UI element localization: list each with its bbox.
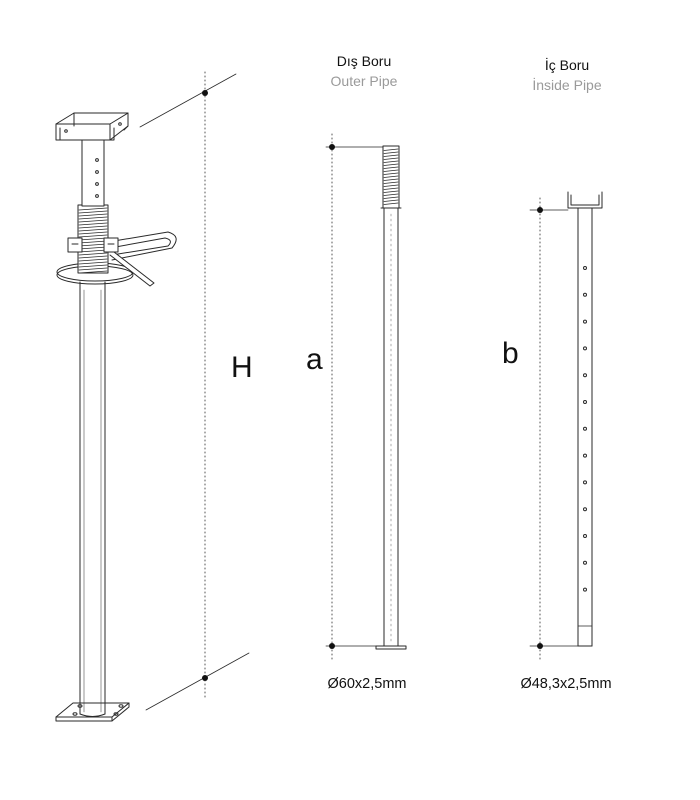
outer-pipe-title: Dış Boru [336, 53, 392, 69]
outer-pipe-thread [380, 145, 402, 209]
outer-pipe-drawing [325, 133, 407, 663]
inner-tube [81, 139, 105, 207]
inner-pipe-holes [583, 266, 587, 592]
inner-pipe-subtitle: İnside Pipe [532, 77, 602, 93]
u-head [55, 112, 129, 141]
dimension-b [529, 197, 579, 663]
base-plate [55, 702, 130, 722]
outer-pipe-spec: Ø60x2,5mm [327, 676, 407, 692]
assembled-prop [55, 71, 250, 722]
inner-pipe-title: İç Boru [544, 57, 590, 73]
outer-tube [79, 281, 106, 717]
dimension-label-a: a [306, 343, 323, 376]
outer-pipe-foot [375, 645, 407, 650]
dimension-a [325, 133, 384, 663]
inner-pipe-drawing [529, 191, 603, 663]
dimension-label-h: H [231, 351, 253, 384]
lever-handle [67, 231, 177, 287]
inner-pipe-spec: Ø48,3x2,5mm [520, 676, 612, 692]
inner-pipe-head [567, 191, 603, 209]
dimension-label-b: b [502, 337, 519, 370]
dimension-h [139, 71, 250, 711]
outer-pipe-subtitle: Outer Pipe [330, 73, 398, 89]
threaded-sleeve [77, 204, 109, 274]
